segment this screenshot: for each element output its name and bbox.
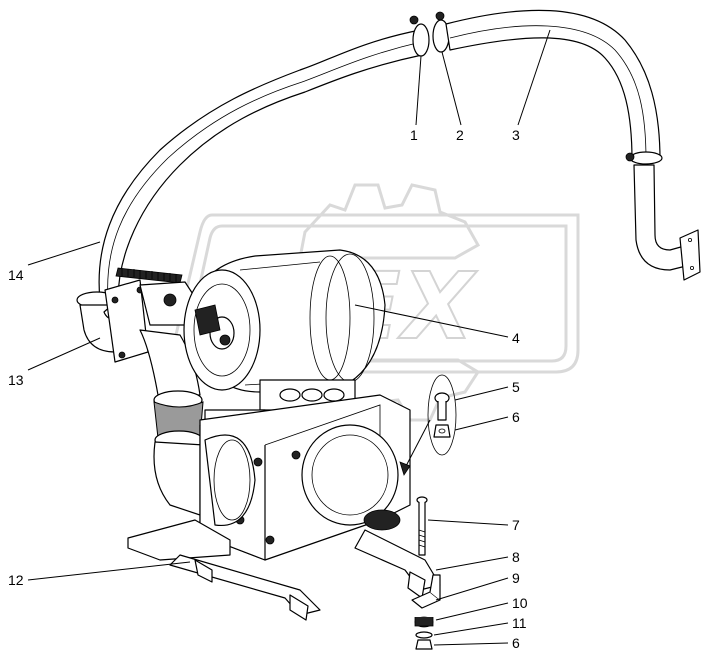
fastener-set-upper [399, 374, 457, 476]
callout-4: 4 [512, 330, 520, 346]
callout-12: 12 [8, 572, 24, 588]
callouts: 1 2 3 4 5 6 7 8 9 10 11 6 12 13 14 [8, 127, 528, 651]
callout-11: 11 [512, 615, 527, 631]
pipe-3 [445, 9, 701, 281]
elbow-13 [76, 279, 149, 363]
callout-8: 8 [512, 549, 520, 565]
clamp-2 [432, 11, 450, 53]
bolt-7 [416, 496, 428, 556]
filter-4 [183, 249, 386, 411]
leader-lines [27, 29, 551, 646]
callout-6b: 6 [512, 635, 520, 651]
callout-7: 7 [512, 517, 520, 533]
callout-6a: 6 [512, 409, 520, 425]
callout-13: 13 [8, 372, 24, 388]
clamp-1 [409, 15, 430, 57]
callout-2: 2 [456, 127, 464, 143]
housing [199, 394, 411, 561]
callout-10: 10 [512, 595, 528, 611]
callout-3: 3 [512, 127, 520, 143]
callout-5: 5 [512, 379, 520, 395]
fastener-set-lower [411, 574, 441, 650]
callout-1: 1 [410, 127, 418, 143]
skid-12 [127, 519, 441, 621]
callout-9: 9 [512, 570, 520, 586]
callout-14: 14 [8, 267, 24, 283]
watermark-gear [298, 183, 481, 260]
